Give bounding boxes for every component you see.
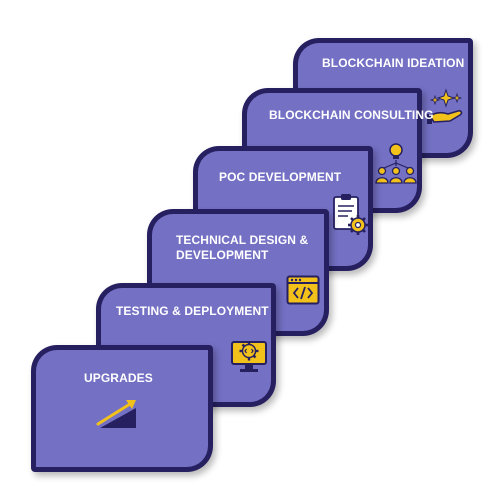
monitor-gear-icon [230,336,268,374]
step-label-blockchain-consulting: BLOCKCHAIN CONSULTING [269,108,434,122]
growth-arrow-icon [96,398,140,430]
step-label-testing-deployment: TESTING & DEPLOYMENT [116,304,269,318]
code-window-icon [286,275,320,305]
hand-idea-icon [426,88,466,126]
step-label-blockchain-ideation: BLOCKCHAIN IDEATION [322,56,465,70]
clipboard-gear-icon [330,193,370,237]
team-idea-icon [374,141,418,185]
step-label-poc-development: POC DEVELOPMENT [219,170,342,184]
step-label-upgrades: UPGRADES [84,371,153,385]
step-label-technical-design: TECHNICAL DESIGN & DEVELOPMENT [176,233,309,262]
